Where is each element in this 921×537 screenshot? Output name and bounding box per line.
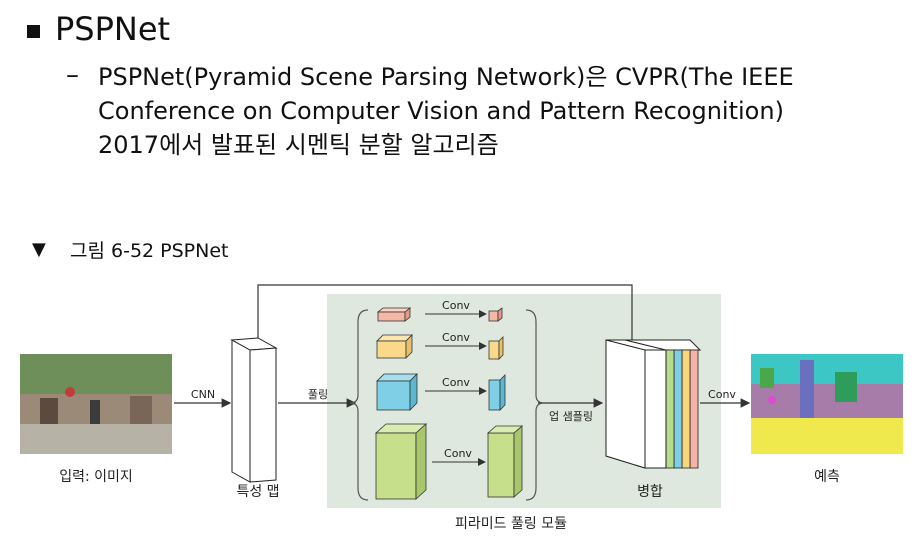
upsample-level-2-block xyxy=(488,336,504,360)
feature-map-block xyxy=(230,337,278,483)
conv-label-1: Conv xyxy=(442,299,470,312)
pool-level-3-block xyxy=(376,373,418,411)
upsample-level-4-block xyxy=(486,425,524,498)
conv-label-4: Conv xyxy=(444,447,472,460)
body-line-3: 2017에서 발표된 시멘틱 분할 알고리즘 xyxy=(98,131,499,159)
body-line-2: Conference on Computer Vision and Patter… xyxy=(98,97,784,125)
final-conv-label: Conv xyxy=(708,388,736,401)
feature-map-label: 특성 맵 xyxy=(236,484,279,500)
skip-connection-arrow xyxy=(257,284,637,354)
prediction-label: 예측 xyxy=(814,469,840,485)
left-brace xyxy=(349,309,369,501)
prediction-image xyxy=(751,354,903,454)
caption-triangle-icon: ▼ xyxy=(32,239,46,260)
input-image xyxy=(20,354,172,454)
pool-level-4-block xyxy=(374,423,428,500)
input-label: 입력: 이미지 xyxy=(59,469,133,485)
conv-label-3: Conv xyxy=(442,376,470,389)
slide-title: PSPNet xyxy=(55,10,171,48)
cnn-label: CNN xyxy=(191,388,215,401)
title-bullet xyxy=(27,25,40,38)
body-line-1: PSPNet(Pyramid Scene Parsing Network)은 C… xyxy=(98,63,794,91)
figure-caption: 그림 6-52 PSPNet xyxy=(70,240,229,262)
pool-level-2-block xyxy=(376,334,413,359)
concat-label: 병합 xyxy=(637,484,663,500)
upsample-level-1-block xyxy=(488,307,503,322)
pool-level-1-block xyxy=(376,307,412,322)
pooling-label: 풀링 xyxy=(308,388,328,401)
list-dash: – xyxy=(66,60,79,90)
concat-block xyxy=(605,339,702,469)
upsampling-label: 업 샘플링 xyxy=(549,410,593,423)
conv-label-2: Conv xyxy=(442,331,470,344)
upsample-level-3-block xyxy=(488,374,506,411)
right-brace xyxy=(525,309,545,501)
module-label: 피라미드 풀링 모듈 xyxy=(455,516,567,532)
